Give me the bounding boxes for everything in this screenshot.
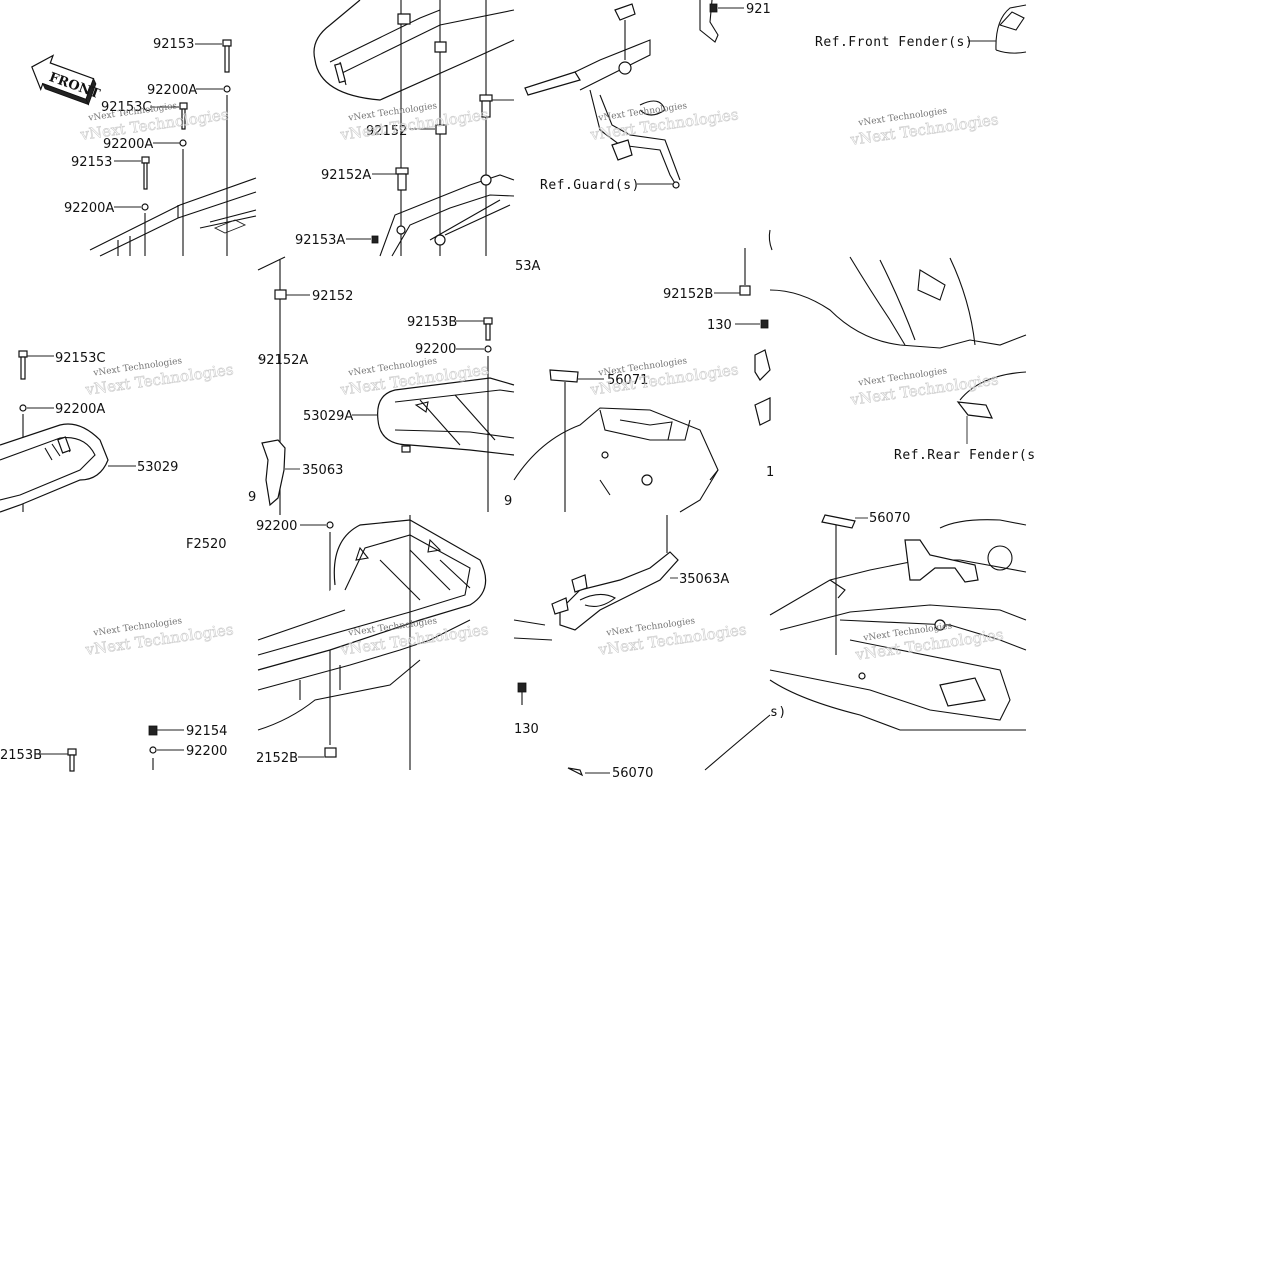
part-label: 92200A bbox=[103, 137, 153, 152]
part-label: 9 bbox=[504, 494, 512, 509]
part-label: 92153 bbox=[153, 37, 194, 52]
ref-guard-label: Ref.Guard(s) bbox=[540, 178, 640, 193]
part-label: 92153C bbox=[101, 100, 151, 115]
part-label: 56071 bbox=[607, 373, 648, 388]
bolt-icon bbox=[195, 39, 232, 256]
part-label: 56070 bbox=[612, 766, 653, 781]
tile-front-carrier-mount: 92152 92152A 92153A bbox=[295, 0, 515, 257]
part-label: 92153 bbox=[71, 155, 112, 170]
part-label: 9 bbox=[248, 490, 256, 505]
tile-rear-fasteners: F2520 92154 92200 2153B bbox=[0, 537, 227, 772]
part-label: 92152A bbox=[321, 168, 371, 183]
part-label: 921 bbox=[746, 2, 771, 17]
part-label: 92200 bbox=[256, 519, 297, 534]
figure-code: F2520 bbox=[186, 537, 227, 552]
tile-rear-fender-decal: 56070 bbox=[769, 511, 1027, 731]
carrier-frame-drawing bbox=[89, 177, 257, 257]
part-label: 92154 bbox=[186, 724, 227, 739]
part-label: 92200A bbox=[147, 83, 197, 98]
part-label: 35063A bbox=[679, 572, 729, 587]
front-arrow-icon: FRONT bbox=[31, 54, 102, 106]
tile-rear-fender-ref: Ref.Rear Fender(s bbox=[768, 229, 1036, 463]
part-label: 130 bbox=[514, 722, 539, 737]
tile-front-carrier-brace: 92152 92152A 35063 92153B 92200 53029A 5… bbox=[248, 256, 541, 515]
ref-front-fender-label: Ref.Front Fender(s) bbox=[815, 35, 973, 50]
tile-front-fender-decal: 56071 92152B 130 1 bbox=[513, 248, 774, 513]
part-label: 92200A bbox=[64, 201, 114, 216]
part-label: 130 bbox=[707, 318, 732, 333]
part-label: 92200 bbox=[186, 744, 227, 759]
tile-front-fender-ref: Ref.Front Fender(s) bbox=[815, 4, 1027, 54]
tile-rear-brace: 35063A 130 56070 s) bbox=[513, 515, 787, 781]
tile-guard: 921 Ref.Guard(s) bbox=[524, 0, 771, 193]
tile-front-carrier-fasteners: FRONT bbox=[31, 37, 257, 257]
part-label: 53A bbox=[515, 259, 541, 274]
ref-partial-label: s) bbox=[770, 705, 787, 720]
part-label: 1 bbox=[766, 465, 774, 480]
part-label: 2153B bbox=[0, 748, 42, 763]
part-label: 53029 bbox=[137, 460, 178, 475]
tile-rear-carrier: 92200 2152B bbox=[256, 515, 487, 770]
bolt-icon bbox=[150, 102, 188, 256]
part-label: 53029A bbox=[303, 409, 353, 424]
part-label: 92200A bbox=[55, 402, 105, 417]
part-label: 92152 bbox=[312, 289, 353, 304]
part-label: 92200 bbox=[415, 342, 456, 357]
part-label: 92153C bbox=[55, 351, 105, 366]
part-label: 92153A bbox=[295, 233, 345, 248]
ref-rear-fender-label: Ref.Rear Fender(s bbox=[894, 448, 1036, 463]
part-label: 92153B bbox=[407, 315, 457, 330]
part-label: 92152 bbox=[366, 124, 407, 139]
part-label: 2152B bbox=[256, 751, 298, 766]
part-label: 56070 bbox=[869, 511, 910, 526]
tile-front-carrier: 92153C 92200A 53029 bbox=[0, 350, 178, 513]
part-label: 92152A bbox=[258, 353, 308, 368]
part-label: 35063 bbox=[302, 463, 343, 478]
part-label: 92152B bbox=[663, 287, 713, 302]
